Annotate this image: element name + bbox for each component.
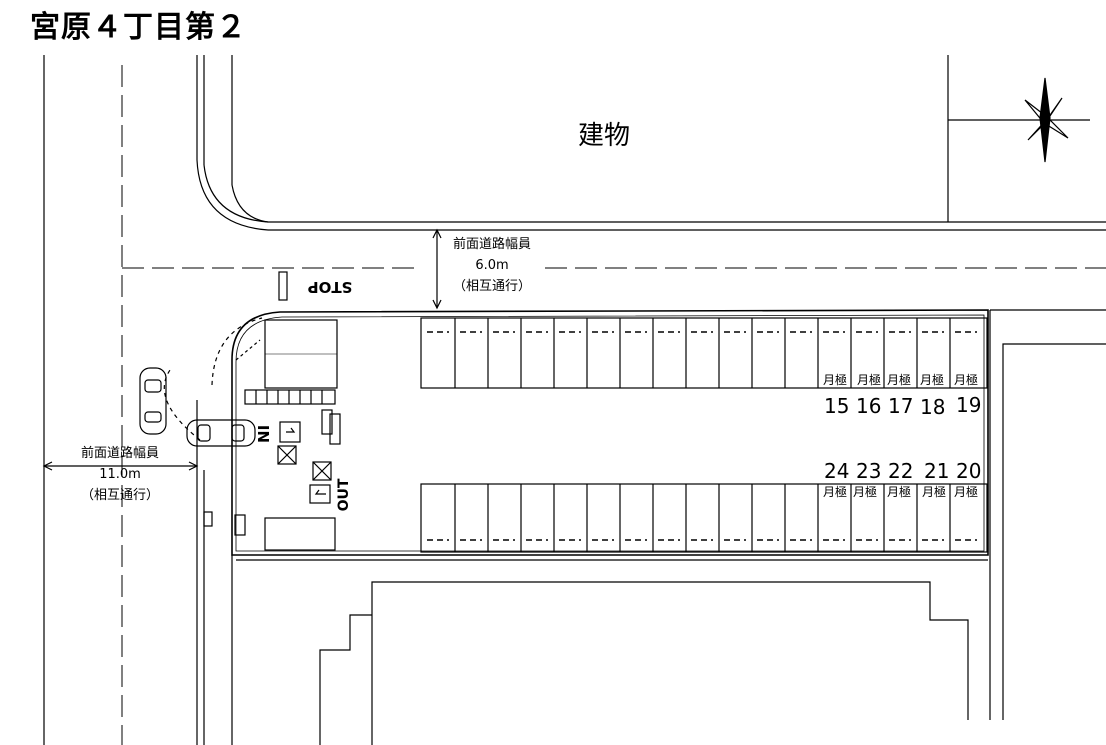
- space-number-21: 21: [924, 459, 950, 483]
- monthly-label-22: 月極: [887, 485, 912, 499]
- front-road-left-label: 前面道路幅員 11.0m （相互通行）: [72, 443, 168, 506]
- arrowhead-left: [42, 461, 53, 471]
- space-number-19: 19: [956, 393, 982, 417]
- space-number-18: 18: [920, 395, 946, 419]
- page-title: 宮原４丁目第２: [30, 10, 247, 45]
- monthly-label-23: 月極: [853, 485, 878, 499]
- road-left-title: 前面道路幅員: [80, 446, 159, 461]
- car-icon-horizontal: [186, 419, 256, 447]
- gate-bar-2: [321, 409, 333, 435]
- building-label: 建物: [578, 121, 631, 151]
- road-left-note: （相互通行）: [80, 488, 159, 503]
- building-wall-curve: [231, 184, 269, 223]
- monthly-label-21: 月極: [922, 485, 947, 499]
- north-arrow-icon: [948, 77, 1090, 163]
- front-road-top-label: 前面道路幅員 6.0m （相互通行）: [444, 234, 540, 297]
- corner-curve-inner: [203, 164, 269, 223]
- right-building: [1002, 343, 1106, 720]
- road-top-title: 前面道路幅員: [452, 237, 531, 252]
- space-number-20: 20: [956, 459, 982, 483]
- arrowhead-down: [432, 299, 442, 310]
- gate-bar-1: [329, 413, 341, 445]
- monthly-label-17: 月極: [887, 373, 912, 387]
- wheel-stops: [427, 331, 977, 541]
- parking-lot-boundary: [231, 309, 989, 556]
- exit-arrow-box: [309, 484, 331, 504]
- monthly-label-15: 月極: [823, 373, 848, 387]
- monthly-label-16: 月極: [857, 373, 882, 387]
- arrowhead-up: [432, 228, 442, 239]
- parking-lot-boundary-inner: [235, 314, 985, 552]
- corner-curve: [196, 159, 269, 231]
- road-left-width: 11.0m: [99, 467, 141, 482]
- car-turning-path: [163, 369, 201, 441]
- space-number-22: 22: [888, 459, 914, 483]
- space-number-15: 15: [824, 394, 850, 418]
- crosswalk-stripes: [244, 389, 336, 405]
- stalls-top-row: [420, 317, 988, 389]
- turning-path: [211, 317, 263, 386]
- road-top-note: （相互通行）: [452, 279, 531, 294]
- road-top-width: 6.0m: [475, 258, 509, 273]
- space-number-24: 24: [824, 459, 850, 483]
- space-number-23: 23: [856, 459, 882, 483]
- monthly-label-24: 月極: [823, 485, 848, 499]
- entrance-arrow-box: [279, 421, 301, 443]
- post-bottom: [234, 514, 246, 536]
- in-label: IN: [254, 425, 272, 443]
- gate-machine-out: [312, 461, 332, 481]
- space-number-17: 17: [888, 394, 914, 418]
- out-label: OUT: [336, 478, 352, 511]
- post-left: [203, 511, 213, 527]
- stop-road-marking: STOP: [308, 278, 353, 296]
- lower-building: [371, 581, 969, 745]
- monthly-label-19: 月極: [954, 373, 979, 387]
- equipment-box-bottom: [264, 517, 336, 551]
- car-icon-vertical: [139, 367, 167, 435]
- stalls-bottom-row: [420, 483, 988, 553]
- stop-bar: [278, 271, 288, 301]
- monthly-label-20: 月極: [954, 485, 979, 499]
- space-number-16: 16: [856, 394, 882, 418]
- lower-building-steps: [319, 614, 372, 745]
- monthly-label-18: 月極: [920, 373, 945, 387]
- gate-machine-in: [277, 445, 297, 465]
